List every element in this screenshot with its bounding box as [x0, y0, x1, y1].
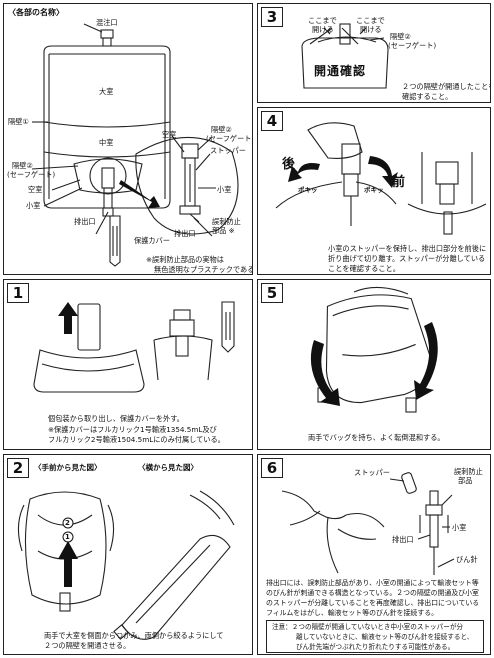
snap-sound-left: ポキッ	[298, 186, 318, 194]
step5-illustration	[310, 286, 438, 413]
step4-number: 4	[261, 111, 283, 131]
step4-illustration	[275, 122, 487, 235]
step4-panel: 4 後 前 ポキッ ポキッ 小室のストッパーを保持し、排出口部分を前後に 折り曲…	[257, 107, 491, 275]
partition2-label-l1: 隔壁②	[12, 161, 33, 170]
step1-panel: 1 個包装から取り出し、保護カバーを外す。 ※保護カバーはフルカリック1号輸液1…	[3, 279, 253, 450]
protect-cover-label: 保護カバー	[134, 236, 170, 245]
step3-text-l2: 確認すること。	[402, 92, 453, 101]
step6-text-l3: のストッパーが分離していることを再度確認し、排出口についている	[266, 599, 480, 607]
side-view-label: 〈横から見た図〉	[138, 463, 198, 472]
step1-number: 1	[7, 283, 29, 303]
step6-text-l1: 排出口には、誤刺防止部品があり、小室の開通によって輸液セット等	[266, 579, 479, 587]
parts-panel: 〈各部の名称〉	[3, 3, 253, 275]
step3-partition2-l2: (セーフゲート)	[388, 41, 437, 50]
zoom-prevention-l1: 誤刺防止	[212, 217, 241, 226]
open-here-left-l2: 開ける	[312, 25, 334, 34]
step1-text-l2: ※保護カバーはフルカリック1号輸液1354.5mL及び	[48, 425, 217, 434]
marker-1: 1	[65, 533, 70, 541]
step4-text-l1: 小室のストッパーを保持し、排出口部分を前後に	[328, 244, 487, 253]
step3-partition2-l1: 隔壁②	[390, 32, 411, 41]
zoom-partition2-l2: (セーフゲート)	[206, 134, 253, 143]
caution-l3: びん針先端がつぶれたり折れたりする可能性がある。	[296, 643, 455, 651]
step6-illustration	[281, 472, 455, 575]
zoom-small-chamber-label: 小室	[217, 185, 232, 194]
step1-text-l1: 個包装から取り出し、保護カバーを外す。	[48, 414, 184, 423]
caution-l1: 注意：２つの隔壁が開通していないとき中小室のストッパーが分	[272, 623, 464, 631]
step3-number: 3	[261, 7, 283, 27]
step1-illustration	[33, 301, 235, 393]
large-chamber-label: 大室	[99, 87, 114, 96]
step2-text-l2: ２つの隔壁を開通させる。	[44, 641, 131, 650]
step4-text-l3: ことを確認すること。	[328, 264, 400, 273]
step2-panel: 2 〈手前から見た図〉 〈横から見た図〉 1 2 両手で大室を側面からつかみ、両…	[3, 454, 253, 655]
zoom-outlet-label: 排出口	[174, 229, 196, 238]
parts-title: 〈各部の名称〉	[8, 8, 64, 17]
empty-chamber-label: 空室	[28, 185, 43, 194]
step6-number: 6	[261, 458, 283, 478]
zoom-empty-chamber-label: 空室	[162, 130, 177, 139]
injection-port-label: 混注口	[96, 18, 118, 27]
step6-outlet-label: 排出口	[392, 535, 414, 544]
step5-text: 両手でバッグを持ち、よく転倒混和する。	[308, 433, 445, 442]
zoom-partition2-l1: 隔壁②	[211, 125, 232, 134]
step6-needle-label: びん針	[456, 555, 478, 564]
marker-2: 2	[65, 519, 70, 527]
step6-panel: 6 ストッパー 誤刺防止 部品 小室 排出口 びん針 排出口には、誤刺防止部品が…	[257, 454, 491, 655]
zoom-prevention-l2: 部品 ※	[212, 226, 235, 235]
open-confirm-stamp: 開通確認	[314, 64, 367, 78]
back-label: 後	[282, 157, 296, 172]
middle-chamber-label: 中室	[99, 138, 114, 147]
step6-stopper-label: ストッパー	[354, 468, 390, 477]
step5-panel: 5 両手でバッグを持ち、よく転倒混和する。	[257, 279, 491, 450]
step1-text-l3: フルカリック2号輸液1504.5mLにのみ付属している。	[48, 435, 225, 444]
step6-text-l2: のびん針が刺通できる構造となっている。２つの隔壁の開通及び小室	[266, 589, 479, 597]
step3-panel: 3 ここまで 開ける ここまで 開ける 隔壁② (セーフゲート) 開通確認 ２つ…	[257, 3, 491, 103]
step5-number: 5	[261, 283, 283, 303]
step2-text-l1: 両手で大室を側面からつかみ、両側から絞るようにして	[44, 631, 224, 640]
footnote-l1: ※誤刺防止部品の実物は	[146, 255, 224, 264]
small-chamber-label: 小室	[26, 201, 41, 210]
step3-text-l1: ２つの隔壁が開通したことを	[402, 82, 491, 91]
step4-text-l2: 折り曲げて切り離す。ストッパーが分離している	[328, 254, 486, 263]
step3-illustration	[301, 23, 389, 89]
front-view-label: 〈手前から見た図〉	[34, 463, 102, 472]
footnote-l2: 無色透明なプラスチックである。	[154, 265, 253, 274]
bag-diagram	[31, 23, 239, 267]
outlet-label: 排出口	[74, 217, 96, 226]
open-here-right-l2: 開ける	[360, 25, 382, 34]
partition1-label: 隔壁①	[8, 117, 29, 126]
zoom-stopper-label: ストッパー	[210, 146, 246, 155]
front-label: 前	[392, 175, 406, 190]
step6-prevention-l2: 部品	[458, 476, 473, 485]
step6-small-chamber-label: 小室	[452, 523, 467, 532]
snap-sound-right: ポキッ	[364, 186, 384, 194]
step6-prevention-l1: 誤刺防止	[454, 467, 483, 476]
caution-box: 注意：２つの隔壁が開通していないとき中小室のストッパーが分 離していないときに、…	[266, 620, 484, 653]
caution-l2: 離していないときに、輸液セット等のびん針を接続すると、	[296, 633, 474, 641]
partition2-label-l2: (セーフゲート)	[7, 170, 56, 179]
open-here-left-l1: ここまで	[308, 16, 337, 25]
step2-number: 2	[7, 458, 29, 478]
step6-text-l4: フィルムをはがし、輸液セット等のびん針を接続する。	[266, 609, 438, 617]
open-here-right-l1: ここまで	[356, 16, 385, 25]
step2-illustration	[17, 490, 235, 640]
